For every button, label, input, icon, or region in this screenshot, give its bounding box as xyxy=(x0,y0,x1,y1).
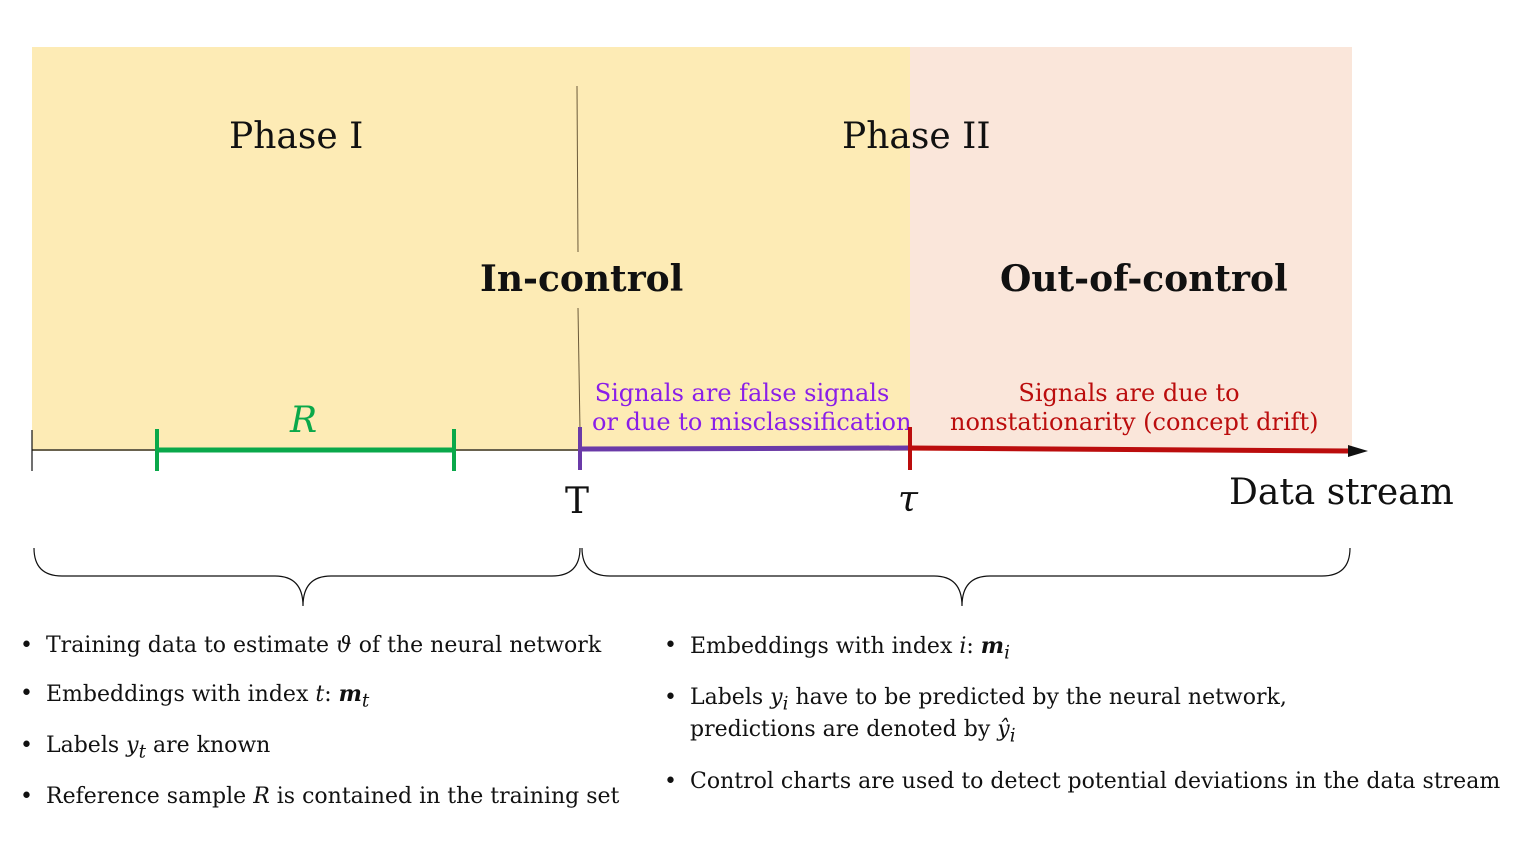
phase-1-bullet: Reference sample R is contained in the t… xyxy=(20,783,619,812)
phase-2-bullet: Labels yi have to be predicted by the ne… xyxy=(664,684,1500,748)
out-of-control-region-background xyxy=(910,47,1352,451)
concept-drift-annotation: Signals are due to nonstationarity (conc… xyxy=(950,379,1319,437)
false-signals-line-1: Signals are false signals xyxy=(594,379,890,407)
tau-label: τ xyxy=(898,479,918,520)
phase-1-brace xyxy=(33,547,581,607)
phase-1-bullet: Training data to estimate ϑ of the neura… xyxy=(20,632,619,661)
false-signals-annotation: Signals are false signals or due to misc… xyxy=(592,379,912,437)
phase-2-bullet-list: Embeddings with index i: mi Labels yi ha… xyxy=(664,632,1500,796)
axis-arrowhead xyxy=(1348,445,1368,457)
reference-sample-label: R xyxy=(290,400,318,441)
phase-2-bullet: Embeddings with index i: mi xyxy=(664,632,1500,665)
phase-1-bullet: Embeddings with index t: mt xyxy=(20,680,619,713)
out-of-control-segment xyxy=(909,445,1349,454)
t-label: T xyxy=(565,481,590,522)
in-control-monitoring-segment xyxy=(579,445,911,452)
in-control-label: In-control xyxy=(480,258,684,300)
out-of-control-label: Out-of-control xyxy=(1000,258,1288,300)
data-stream-label: Data stream xyxy=(1229,472,1454,513)
in-control-region-background xyxy=(32,47,910,451)
phase-2-label: Phase II xyxy=(842,116,991,157)
concept-drift-line-1: Signals are due to xyxy=(1018,379,1240,407)
phase-2-brace xyxy=(581,547,1351,607)
phase-divider-lower xyxy=(577,307,581,431)
concept-drift-line-2: nonstationarity (concept drift) xyxy=(950,408,1319,436)
phase-1-bullet-list: Training data to estimate ϑ of the neura… xyxy=(20,632,619,812)
phase-divider-upper xyxy=(576,85,579,253)
phase-1-label: Phase I xyxy=(229,116,364,157)
phase-2-bullet: Control charts are used to detect potent… xyxy=(664,768,1500,797)
false-signals-line-2: or due to misclassification xyxy=(592,408,912,436)
phase-1-bullet: Labels yt are known xyxy=(20,732,619,764)
